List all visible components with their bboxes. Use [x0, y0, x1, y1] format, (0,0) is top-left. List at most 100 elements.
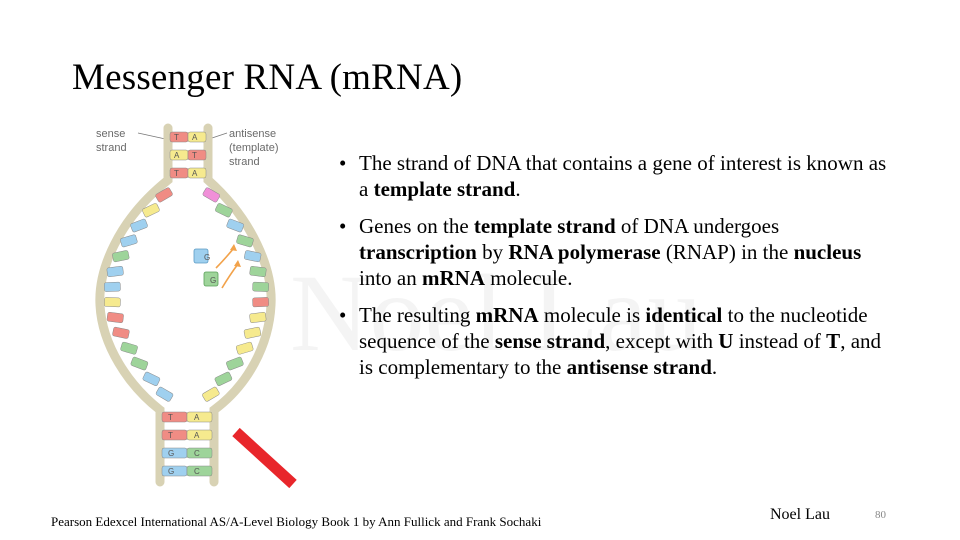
base-left-strand — [142, 203, 160, 218]
label-antisense-2: (template) — [229, 142, 279, 154]
bullet-text: instead of — [733, 329, 827, 353]
base-left-strand — [103, 281, 121, 292]
bold-term: nucleus — [793, 240, 862, 264]
bullet-symbol: • — [339, 303, 347, 327]
bold-term: sense strand — [494, 329, 606, 353]
bold-term: identical — [645, 303, 723, 327]
bullet-text: of DNA undergoes — [615, 214, 780, 238]
bullet-symbol: • — [339, 214, 347, 238]
sense-backbone — [95, 123, 173, 487]
base-left-strand — [130, 356, 149, 371]
base-right-strand — [215, 203, 233, 218]
base-left-strand — [142, 371, 161, 386]
base-letter-bottom: T — [168, 431, 173, 440]
base-right-strand — [236, 234, 254, 248]
label-sense-2: strand — [96, 142, 127, 154]
base-pair-bottom-left — [161, 411, 188, 423]
base-letter-bottom: C — [194, 449, 200, 458]
free-nucleotide-g-1 — [193, 248, 209, 264]
bullet-text: The strand of DNA that contains a gene o… — [359, 151, 887, 201]
base-right-strand — [252, 297, 269, 308]
base-right-strand — [249, 266, 267, 277]
red-pencil — [232, 427, 297, 489]
bullet-text: molecule is — [538, 303, 646, 327]
base-pair-bottom-right — [186, 429, 213, 441]
page-number: 80 — [875, 509, 886, 521]
bullet-list: • The strand of DNA that contains a gene … — [337, 150, 897, 391]
base-pair-bottom-left — [161, 429, 188, 441]
base-left-strand — [155, 386, 174, 402]
bold-term: antisense strand — [566, 355, 712, 379]
dna-transcription-figure: sense strand antisense (template) strand… — [88, 120, 298, 490]
base-right-strand — [202, 187, 221, 203]
dna-diagram: sense strand antisense (template) strand… — [95, 123, 297, 489]
base-letter-top: T — [174, 169, 179, 178]
base-left-strand — [130, 218, 148, 233]
bullet-text: The resulting — [359, 303, 476, 327]
base-letter-bottom: A — [194, 413, 200, 422]
bold-term: mRNA — [422, 266, 485, 290]
base-right-strand — [214, 371, 233, 386]
bold-term: transcription — [359, 240, 477, 264]
base-letter-bottom: G — [168, 449, 174, 458]
base-letter-bottom: T — [168, 413, 173, 422]
base-left-strand — [112, 250, 130, 263]
bullet-text: into an — [359, 266, 422, 290]
base-letter-bottom: A — [194, 431, 200, 440]
bold-term: U — [718, 329, 734, 353]
bullet-text: . — [515, 177, 521, 201]
base-pair-bottom-right — [186, 465, 213, 477]
base-left-strand — [106, 266, 124, 277]
base-letter-bottom: C — [194, 467, 200, 476]
free-nucleotide-g-2 — [203, 271, 219, 287]
base-pair-bottom-right — [186, 411, 213, 423]
base-left-strand — [120, 341, 138, 355]
bullet-item: • The strand of DNA that contains a gene … — [337, 150, 897, 202]
antisense-backbone — [203, 123, 276, 487]
base-letter-bottom: G — [168, 467, 174, 476]
label-sense-1: sense — [96, 128, 125, 140]
bullet-text: , except with — [605, 329, 719, 353]
bold-term: mRNA — [475, 303, 539, 327]
slide-title: Messenger RNA (mRNA) — [72, 57, 463, 98]
base-pair-bottom-right — [186, 447, 213, 459]
bold-term: T — [826, 329, 841, 353]
base-pair-top-left — [169, 131, 189, 143]
base-pair-top-right — [187, 149, 207, 161]
base-right-strand — [252, 281, 270, 292]
dna-backbones — [95, 123, 276, 487]
base-right-strand — [226, 218, 244, 233]
arrow-2 — [221, 263, 239, 289]
free-nucleotide-g-1-letter: G — [204, 253, 210, 262]
arrow-2-head — [234, 260, 241, 267]
bold-term: RNA polymerase — [508, 240, 661, 264]
author-name: Noel Lau — [770, 506, 830, 523]
bullet-text: by — [476, 240, 509, 264]
bullet-item: • The resulting mRNA molecule is identica… — [337, 302, 897, 380]
bold-term: template strand — [473, 214, 616, 238]
base-pair-top-right — [187, 131, 207, 143]
base-left-strand — [112, 326, 130, 339]
base-letter-top: A — [192, 169, 198, 178]
bullet-symbol: • — [339, 151, 347, 175]
arrow-1-head — [230, 244, 237, 251]
base-pair-bottom-left — [161, 447, 188, 459]
base-right-strand — [244, 250, 262, 263]
base-pair-bottom-left — [161, 465, 188, 477]
base-letter-top: T — [192, 151, 197, 160]
base-left-strand — [155, 187, 173, 203]
base-letter-top: A — [192, 133, 198, 142]
bullet-text: . — [711, 355, 718, 379]
arrow-1 — [215, 247, 235, 269]
bullet-text: molecule. — [485, 266, 573, 290]
base-right-strand — [249, 312, 267, 323]
base-pair-top-right — [187, 167, 207, 179]
bullet-text: , and is complementary to the — [359, 329, 882, 379]
base-pair-top-left — [169, 167, 189, 179]
base-letter-top: A — [174, 151, 180, 160]
base-right-strand — [243, 326, 262, 339]
free-nucleotide-g-2-letter: G — [210, 276, 216, 285]
base-right-strand — [202, 386, 220, 402]
bullet-text: to the nucleotide sequence of the — [359, 303, 868, 353]
base-left-strand — [120, 234, 138, 248]
